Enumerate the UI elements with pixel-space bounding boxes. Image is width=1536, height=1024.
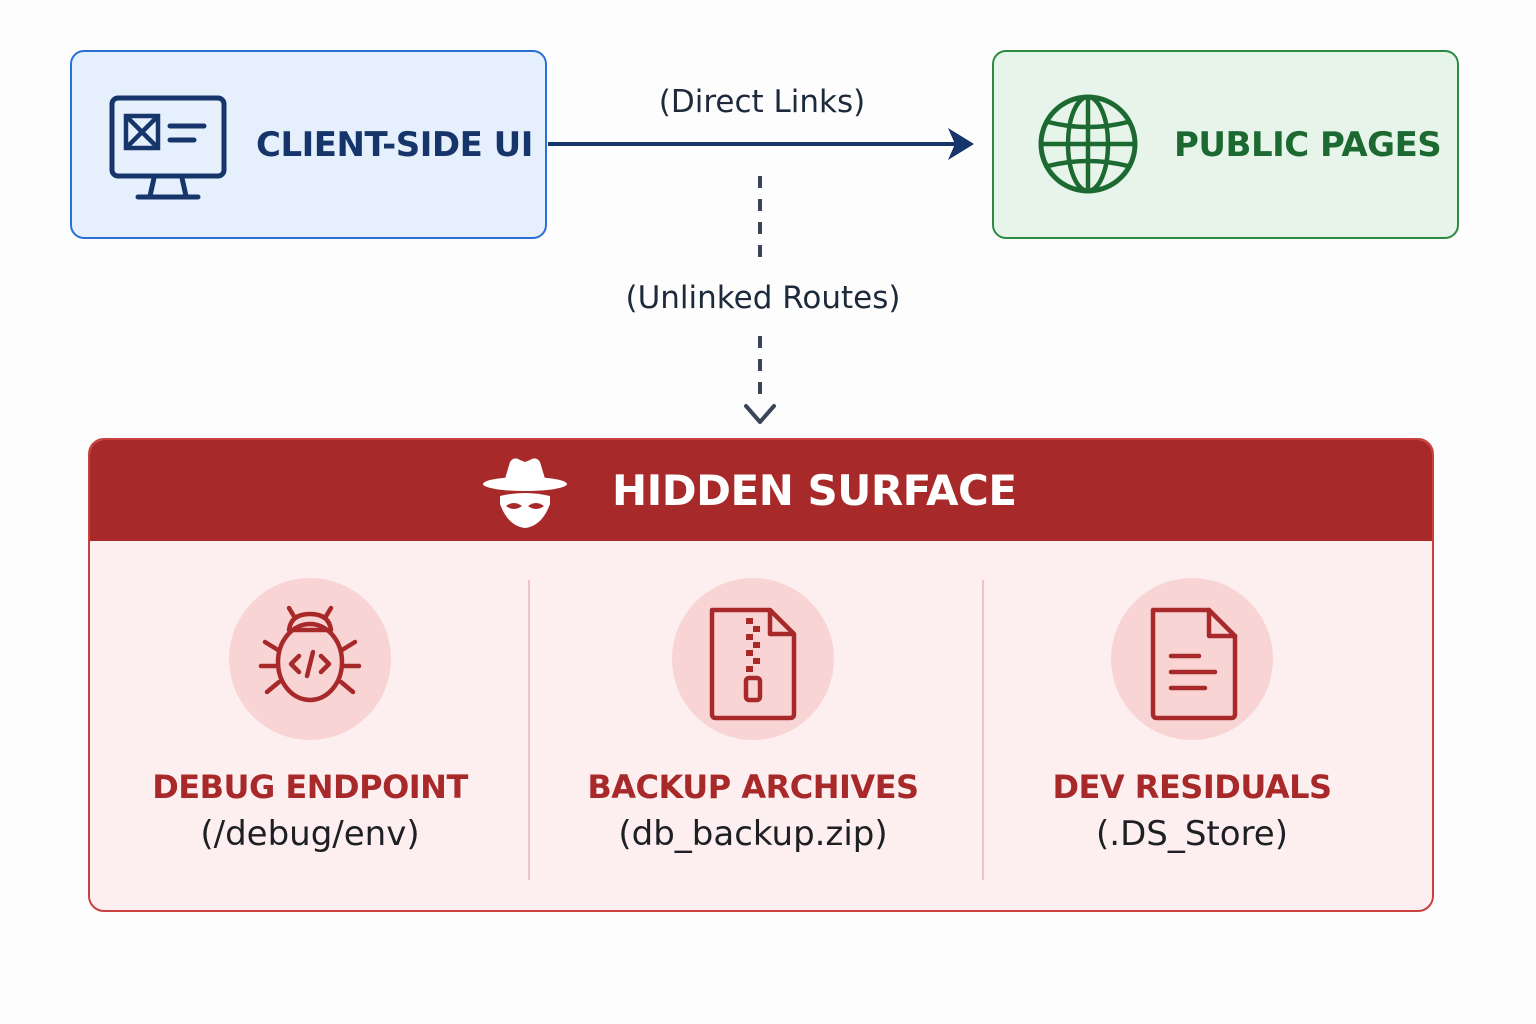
bug-code-icon xyxy=(258,605,362,703)
debug-endpoint-icon-circle xyxy=(229,578,391,740)
backup-archives-item: BACKUP ARCHIVES (db_backup.zip) xyxy=(533,578,973,898)
direct-links-arrowhead xyxy=(948,128,974,160)
globe-icon xyxy=(1038,94,1138,194)
backup-archives-icon-circle xyxy=(672,578,834,740)
hidden-surface-header: HIDDEN SURFACE xyxy=(90,440,1432,541)
backup-archives-title: BACKUP ARCHIVES xyxy=(587,768,919,806)
zip-file-icon xyxy=(709,607,797,721)
spy-icon xyxy=(483,458,567,528)
monitor-icon xyxy=(109,95,227,200)
public-pages-title: PUBLIC PAGES xyxy=(1174,124,1442,165)
backup-archives-file: (db_backup.zip) xyxy=(618,814,888,854)
unlinked-routes-label: (Unlinked Routes) xyxy=(625,280,901,316)
dev-residuals-title: DEV RESIDUALS xyxy=(1052,768,1332,806)
hidden-surface-title: HIDDEN SURFACE xyxy=(612,466,1017,515)
dev-residuals-item: DEV RESIDUALS (.DS_Store) xyxy=(972,578,1412,898)
unlinked-routes-arrowhead xyxy=(744,404,776,424)
hidden-surface-panel: HIDDEN SURFACE DEBUG ENDPOINT (/debug/en… xyxy=(88,438,1434,912)
debug-endpoint-path: (/debug/env) xyxy=(200,814,420,854)
client-side-ui-box: CLIENT-SIDE UI xyxy=(70,50,547,239)
document-icon xyxy=(1150,607,1238,721)
column-divider xyxy=(982,580,984,880)
public-pages-box: PUBLIC PAGES xyxy=(992,50,1459,239)
dev-residuals-icon-circle xyxy=(1111,578,1273,740)
dev-residuals-file: (.DS_Store) xyxy=(1096,814,1288,854)
debug-endpoint-item: DEBUG ENDPOINT (/debug/env) xyxy=(90,578,530,898)
column-divider xyxy=(528,580,530,880)
direct-links-label: (Direct Links) xyxy=(658,84,866,120)
debug-endpoint-title: DEBUG ENDPOINT xyxy=(152,768,468,806)
client-side-ui-title: CLIENT-SIDE UI xyxy=(256,124,533,165)
